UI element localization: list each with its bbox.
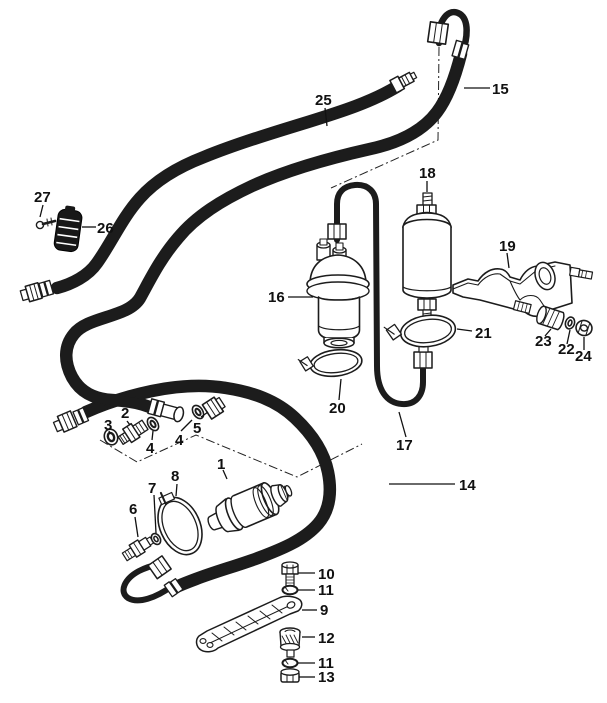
- fuel-pump-1: [207, 481, 293, 533]
- callout-9: 9: [320, 602, 328, 619]
- callout-7: 7: [148, 480, 156, 497]
- callout-2: 2: [121, 405, 129, 422]
- lock-washer-11a: [281, 584, 299, 596]
- hose-25-end-fitting: [19, 279, 55, 303]
- hose-15-stub-end: [147, 398, 185, 423]
- callout-11a: 11: [318, 582, 334, 599]
- seal-ring-7: [150, 532, 162, 546]
- callout-leader-lines: [39, 87, 585, 678]
- lock-washer-11b: [281, 657, 299, 669]
- nut-24: [575, 319, 593, 337]
- hose-14-end-fitting: [52, 407, 90, 433]
- clamp-band-8: [157, 491, 203, 556]
- callout-1: 1: [217, 456, 225, 473]
- callout-15: 15: [492, 81, 509, 98]
- callout-4b: 4: [175, 432, 184, 449]
- connecting-pipe-17: [327, 181, 433, 408]
- cap-nut-5: [201, 396, 226, 420]
- fuel-pump-16: [306, 238, 370, 349]
- retaining-clip-26: [53, 205, 83, 253]
- callout-18: 18: [419, 165, 436, 182]
- callout-3: 3: [104, 417, 112, 434]
- callout-17: 17: [396, 437, 413, 454]
- callout-labels: 1 2 3 4 4 5 6 7 8 9 10 11 11 12 13 14 15…: [34, 81, 592, 686]
- callout-10: 10: [318, 566, 335, 583]
- hose-14-banjo-end: [120, 555, 184, 604]
- fuel-hose-14: [79, 379, 337, 595]
- callout-27: 27: [34, 189, 51, 206]
- washer-22: [564, 316, 576, 330]
- fitting-6: [121, 536, 155, 562]
- callout-5: 5: [193, 420, 201, 437]
- callout-20: 20: [329, 400, 346, 417]
- callout-8: 8: [171, 468, 179, 485]
- fuel-hose-25: [50, 79, 405, 295]
- nut-13: [280, 668, 300, 683]
- bolt-10: [281, 561, 299, 588]
- hose-15-union-end: [426, 9, 470, 61]
- support-bracket-9: [195, 595, 303, 653]
- hose-15-ferrule: [451, 39, 470, 61]
- callout-6: 6: [129, 501, 137, 518]
- callout-19: 19: [499, 238, 516, 255]
- callout-25: 25: [315, 92, 332, 109]
- bracket-19: [452, 261, 594, 318]
- hose-clamp-21: [383, 314, 457, 348]
- callout-23: 23: [535, 333, 552, 350]
- hose-clamp-20: [297, 348, 363, 378]
- callout-13: 13: [318, 669, 335, 686]
- assembly-guide-lines: [99, 46, 440, 478]
- callout-14: 14: [459, 477, 476, 494]
- seal-ring-4a: [146, 416, 160, 432]
- union-2: [117, 419, 149, 446]
- fuel-filter-18: [402, 192, 452, 322]
- callout-11b: 11: [318, 655, 334, 672]
- callout-12: 12: [318, 630, 335, 647]
- callout-4a: 4: [146, 440, 155, 457]
- callout-22: 22: [558, 341, 575, 358]
- union-nut-15: [426, 21, 450, 45]
- banjo-nut: [147, 555, 172, 580]
- callout-21: 21: [475, 325, 492, 342]
- hose-25-male-fitting: [389, 71, 418, 94]
- seal-ring-3: [103, 428, 119, 446]
- clip-screw-27: [35, 217, 57, 230]
- pump-16-inlet-nut: [327, 223, 347, 240]
- rubber-bushing-23: [536, 305, 565, 331]
- callout-26: 26: [97, 220, 114, 237]
- fuel-hose-15: [60, 47, 468, 416]
- rubber-mount-12: [279, 627, 301, 658]
- callout-16: 16: [268, 289, 285, 306]
- seal-ring-4b: [191, 404, 205, 420]
- callout-24: 24: [575, 348, 592, 365]
